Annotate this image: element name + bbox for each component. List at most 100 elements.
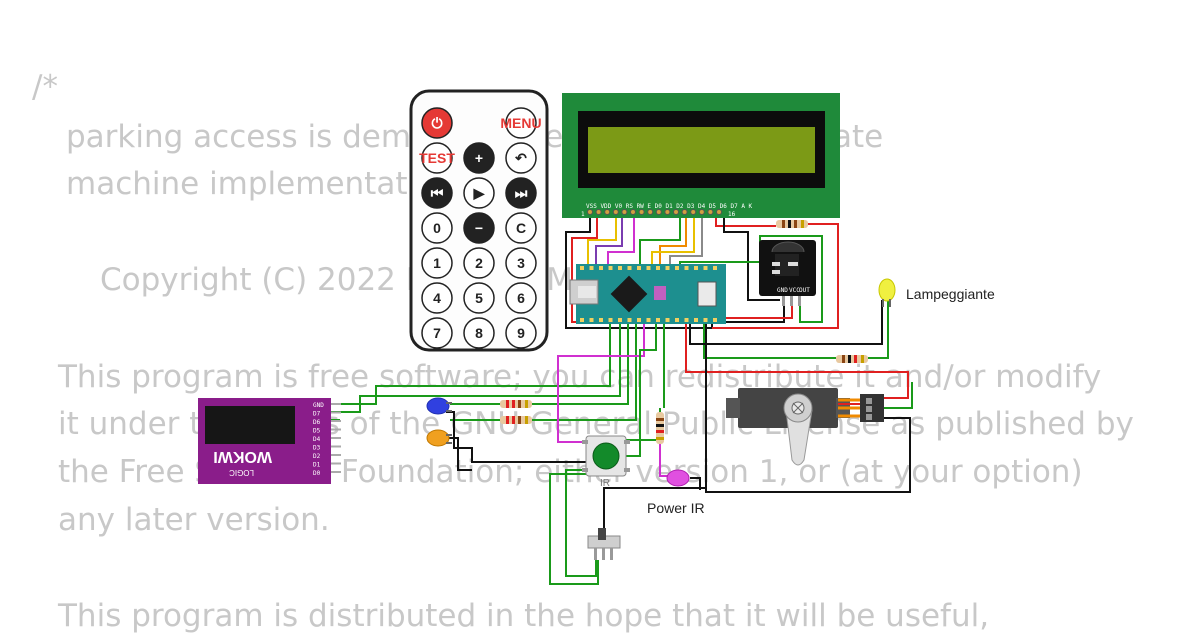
wire[interactable] [532, 322, 637, 421]
button-cap[interactable] [592, 442, 620, 470]
logic-pin [331, 462, 341, 465]
remote-key[interactable]: 9 [505, 317, 537, 349]
logic-pin [331, 403, 341, 405]
wire[interactable] [330, 322, 621, 413]
lcd-screen [588, 127, 815, 173]
wire[interactable] [565, 469, 597, 577]
servo-motor[interactable] [726, 388, 884, 466]
remote-key[interactable]: 7 [421, 317, 453, 349]
arduino-nano[interactable] [569, 264, 726, 324]
logic-pin-label: D0 [313, 470, 321, 477]
wire[interactable] [705, 322, 911, 493]
nano-pin [637, 318, 641, 322]
wire[interactable] [603, 487, 706, 560]
remote-key[interactable]: 1 [421, 247, 453, 279]
remote-key[interactable]: 6 [505, 282, 537, 314]
logic-pin [331, 445, 341, 448]
wire[interactable] [685, 322, 909, 399]
remote-key[interactable]: − [463, 212, 495, 244]
remote-key[interactable]: + [463, 142, 495, 174]
wire[interactable] [723, 212, 780, 301]
led-orange[interactable] [426, 429, 452, 447]
resistor[interactable] [500, 416, 532, 424]
wire[interactable] [659, 212, 687, 266]
wire[interactable] [595, 212, 623, 266]
nano-pin [694, 266, 698, 270]
led-label-power-ir: Power IR [647, 500, 705, 516]
remote-key[interactable]: 0 [421, 212, 453, 244]
push-button-ir[interactable] [582, 435, 630, 477]
slide-switch[interactable] [587, 528, 621, 560]
wire[interactable] [679, 235, 823, 323]
resistor[interactable] [656, 412, 664, 444]
wire[interactable] [703, 324, 836, 359]
wire[interactable] [549, 473, 599, 585]
resistor[interactable] [836, 355, 868, 363]
lcd-pin-labels: VSS VDD V0 RS RW E D0 D1 D2 D3 D4 D5 D6 … [586, 203, 753, 210]
remote-key[interactable]: C [505, 212, 537, 244]
resistor[interactable] [776, 220, 808, 228]
remote-key[interactable]: MENU [500, 107, 542, 139]
remote-key[interactable]: 2 [463, 247, 495, 279]
wire[interactable] [557, 322, 645, 443]
resistor[interactable] [500, 400, 532, 408]
wire[interactable] [532, 322, 629, 405]
dht-sensor[interactable]: GND VCC OUT [759, 240, 816, 306]
remote-key[interactable]: ↶ [505, 142, 537, 174]
switch-lever[interactable] [598, 528, 606, 540]
wire[interactable] [659, 444, 668, 477]
remote-key-label: MENU [500, 115, 541, 131]
wire[interactable] [712, 223, 839, 329]
led-blue[interactable] [426, 397, 452, 415]
nano-pin [618, 318, 622, 322]
wire[interactable] [868, 300, 889, 359]
nano-pin [637, 266, 641, 270]
wire[interactable] [651, 212, 695, 266]
nano-pin [675, 318, 679, 322]
nano-pin [608, 318, 613, 322]
wire[interactable] [446, 411, 586, 463]
wire[interactable] [565, 212, 713, 329]
wire[interactable] [587, 212, 617, 266]
led-yellow[interactable] [878, 278, 896, 307]
logic-pin [331, 471, 341, 473]
wire[interactable] [690, 477, 701, 490]
wire[interactable] [626, 408, 661, 441]
reset-button[interactable] [697, 281, 717, 307]
remote-key[interactable]: ⏭ [505, 177, 537, 209]
lcd-pin-last: 16 [728, 211, 736, 218]
remote-key[interactable]: 4 [421, 282, 453, 314]
servo-horn[interactable] [785, 409, 813, 466]
remote-key[interactable]: ⏮ [421, 177, 453, 209]
wire[interactable] [626, 322, 657, 457]
remote-key[interactable]: 3 [505, 247, 537, 279]
wire[interactable] [669, 212, 703, 266]
logic-pin-label: GND [313, 402, 324, 409]
remote-key[interactable]: ▶ [463, 177, 495, 209]
remote-key-label: ⏭ [515, 185, 528, 201]
remote-key[interactable]: TEST [419, 142, 455, 174]
lcd-pin [707, 209, 714, 215]
remote-key[interactable]: ⏻ [421, 107, 453, 139]
remote-key-label: ↶ [514, 150, 527, 166]
remote-key[interactable]: 5 [463, 282, 495, 314]
wire[interactable] [689, 300, 883, 345]
wire[interactable] [607, 212, 635, 266]
logic-pin [331, 420, 341, 422]
led-magenta[interactable] [666, 469, 690, 487]
code-line: This program is distributed in the hope … [58, 598, 990, 634]
remote-key-label: 4 [433, 290, 441, 306]
microcontroller-chip [610, 275, 648, 313]
remote-key[interactable]: 8 [463, 317, 495, 349]
lcd-display[interactable]: VSS VDD V0 RS RW E D0 D1 D2 D3 D4 D5 D6 … [562, 93, 840, 218]
lcd-pin [690, 209, 697, 215]
wire[interactable] [884, 382, 913, 409]
wire[interactable] [446, 437, 472, 471]
lcd-pin [673, 209, 679, 215]
nano-pin [580, 266, 584, 270]
wire[interactable] [639, 212, 681, 266]
